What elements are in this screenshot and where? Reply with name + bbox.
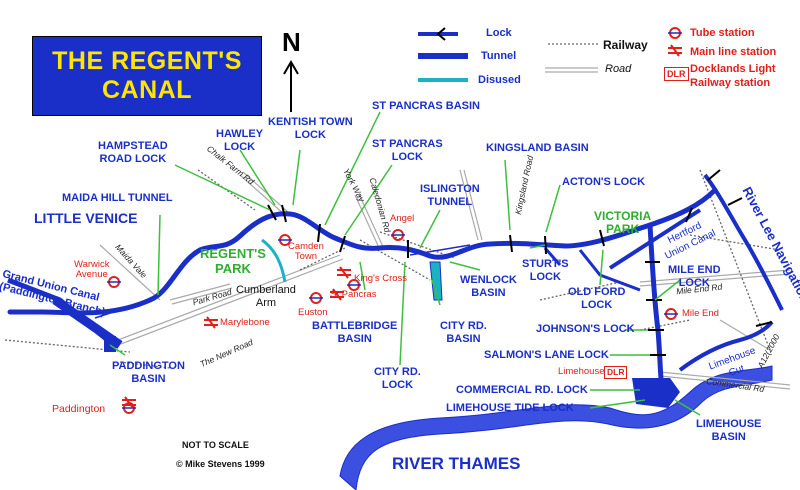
legend-railway: Railway [603, 38, 648, 52]
tunnels [94, 244, 471, 319]
station-kings-cross: King's Cross [354, 273, 408, 284]
station-marylebone: Marylebone [220, 317, 270, 328]
map-title-box: THE REGENT'S CANAL [32, 36, 262, 116]
north-label: N [282, 27, 301, 57]
canal-south-run [647, 224, 665, 393]
label-salmons-lane-lock: SALMON'S LANE LOCK [484, 349, 609, 361]
paddington-basin-shape [104, 336, 116, 352]
north-arrow [283, 60, 299, 112]
station-st-pancras: St Pancras [330, 289, 377, 300]
legend-mainline: Main line station [690, 46, 777, 58]
map-title-line2: CANAL [102, 76, 192, 104]
limehouse-basin-shape [632, 378, 680, 408]
legend-dlr-line1: Docklands Light [690, 63, 776, 75]
hertford-union-canal [608, 208, 702, 270]
station-euston: Euston [298, 307, 328, 318]
legend-graphics [418, 27, 598, 82]
river-lee-navigation [703, 173, 784, 311]
label-city-road-lock: CITY RD.LOCK [374, 366, 421, 391]
station-paddington: Paddington [52, 403, 106, 415]
pointer-lines [109, 111, 701, 416]
note-not-to-scale: NOT TO SCALE [182, 440, 249, 450]
label-johnsons-lock: JOHNSON'S LOCK [536, 323, 635, 335]
station-mile-end: Mile End [682, 308, 719, 319]
lock-marks [267, 169, 773, 356]
label-commercial-road-lock: COMMERCIAL RD. LOCK [456, 384, 588, 396]
legend-tunnel: Tunnel [481, 50, 517, 62]
label-actons-lock: ACTON'S LOCK [562, 176, 646, 188]
city-road-basin-shape [429, 261, 443, 301]
station-limehouse-dlr: DLR [604, 366, 628, 379]
map-title-line1: THE REGENT'S [52, 47, 242, 75]
label-river-thames: RIVER THAMES [392, 454, 521, 473]
station-angel: Angel [390, 213, 415, 224]
label-st-pancras-basin: ST PANCRAS BASIN [372, 100, 480, 112]
cumberland-arm-disused [261, 238, 287, 283]
label-city-road-basin: CITY RD.BASIN [440, 320, 487, 345]
legend-disused: Disused [478, 74, 521, 86]
station-limehouse: Limehouse [558, 366, 605, 377]
label-limehouse-tide-lock: LIMEHOUSE TIDE LOCK [446, 402, 574, 414]
label-maida-hill-tunnel: MAIDA HILL TUNNEL [62, 192, 173, 204]
legend-dlr-line2: Railway station [690, 77, 771, 89]
note-copyright: © Mike Stevens 1999 [176, 459, 265, 469]
label-kingsland-basin: KINGSLAND BASIN [486, 142, 589, 154]
legend-lock: Lock [486, 27, 512, 39]
legend-dlr-badge: DLR [664, 67, 689, 81]
legend-tube: Tube station [690, 27, 755, 39]
limehouse-cut [678, 320, 774, 372]
mainline-symbols [122, 44, 682, 409]
label-little-venice: LITTLE VENICE [34, 210, 138, 226]
regents-canal [7, 187, 718, 316]
legend-road: Road [605, 63, 632, 75]
